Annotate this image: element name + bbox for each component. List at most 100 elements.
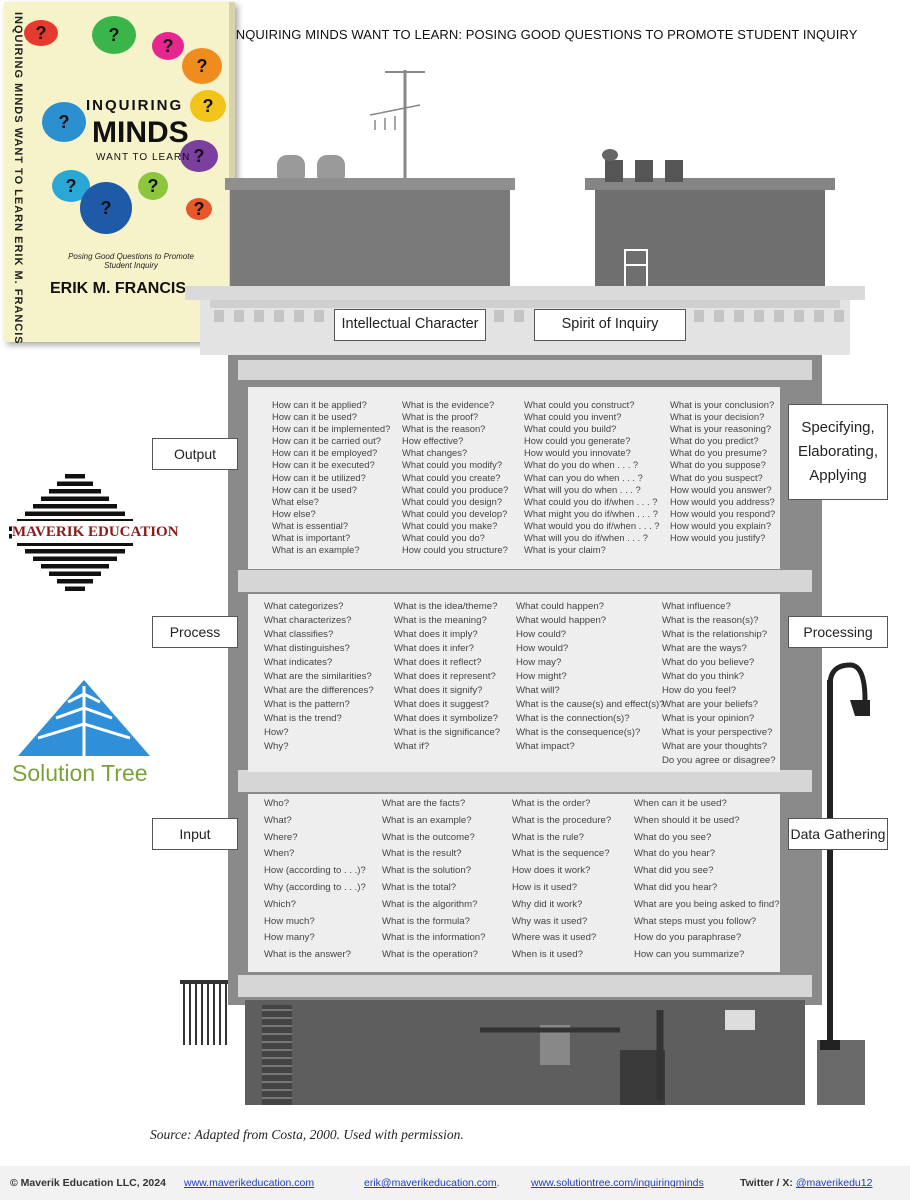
question-item: How? [264, 727, 289, 738]
question-item: What is your perspective? [662, 727, 773, 738]
question-item: How can it be used? [272, 411, 357, 423]
question-item: What is the result? [382, 848, 462, 860]
question-item: What is the solution? [382, 865, 472, 877]
question-item: What is the relationship? [662, 629, 768, 640]
question-item: How may? [516, 657, 562, 668]
question-item: What could you build? [524, 423, 617, 435]
intellectual-character-label: Intellectual Character [334, 309, 486, 341]
output-column-2: What is the evidence?What is the proof? W… [402, 399, 508, 556]
footer-twitter-label: Twitter / X: [740, 1177, 796, 1189]
question-item: What do you think? [662, 671, 745, 682]
question-item: What is your claim? [524, 544, 606, 556]
input-column-3: What is the order? What is the procedure?… [512, 796, 611, 964]
question-item: What indicates? [264, 657, 333, 668]
question-item: How do you feel? [662, 685, 737, 696]
footer-email-link[interactable]: erik@maverikeducation.com [364, 1177, 497, 1189]
process-column-1: What categorizes?What characterizes?What… [264, 600, 374, 754]
question-item: How would you respond? [670, 507, 776, 519]
question-item: How would you explain? [670, 519, 772, 531]
specifying-elaborating-applying-label: Specifying, Elaborating, Applying [788, 404, 888, 500]
question-item: How would you answer? [670, 483, 772, 495]
question-item: What is the order? [512, 798, 591, 809]
footer-email-suffix: . [496, 1177, 500, 1189]
question-item: What do you suspect? [670, 471, 763, 483]
output-column-3: What could you construct?What could you … [524, 399, 660, 556]
question-item: What could you do if/when . . . ? [524, 495, 658, 507]
process-column-3: What could happen? What would happen? How … [516, 600, 665, 754]
question-item: What would happen? [516, 615, 607, 626]
question-item: What could you create? [402, 471, 501, 483]
question-item: How is it used? [512, 881, 578, 893]
question-item: What is the answer? [264, 949, 351, 961]
source-note: Source: Adapted from Costa, 2000. Used w… [150, 1127, 464, 1142]
question-item: How could you generate? [524, 435, 631, 447]
question-item: How do you paraphrase? [634, 932, 742, 944]
question-bubble-icon: ? [186, 198, 212, 220]
question-item: What is the sequence? [512, 848, 610, 860]
question-item: What do you predict? [670, 435, 759, 447]
question-item: How might? [516, 671, 567, 682]
input-column-4: When can it be used?When should it be us… [634, 796, 780, 964]
question-item: How much? [264, 915, 315, 927]
question-item: What are the differences? [264, 685, 374, 696]
question-item: When can it be used? [634, 798, 727, 809]
question-item: How can it be used? [272, 483, 357, 495]
footer-solutiontree-link[interactable]: www.solutiontree.com/inquiringminds [531, 1177, 704, 1189]
footer-twitter-handle[interactable]: @maverikedu12 [795, 1177, 873, 1189]
question-item: What did you see? [634, 865, 714, 877]
question-item: What could you make? [402, 519, 498, 531]
question-item: What will? [516, 685, 560, 696]
question-item: What is the formula? [382, 915, 470, 927]
question-item: What classifies? [264, 629, 334, 640]
question-bubble-icon: ? [24, 20, 58, 46]
question-item: What is the algorithm? [382, 898, 478, 910]
question-item: Where? [264, 831, 298, 843]
footer-twitter: Twitter / X: @maverikedu12 [740, 1177, 872, 1189]
question-bubble-icon: ? [80, 182, 132, 234]
question-item: What is the procedure? [512, 814, 612, 826]
question-item: What are the similarities? [264, 671, 372, 682]
question-item: What is the idea/theme? [394, 601, 498, 612]
footer-bar [0, 1166, 910, 1200]
process-floor-panel: What categorizes?What characterizes?What… [248, 594, 780, 772]
question-item: What is an example? [382, 814, 472, 826]
footer-site-link[interactable]: www.maverikeducation.com [184, 1177, 315, 1189]
question-item: How can it be implemented? [272, 423, 391, 435]
footer-email: erik@maverikeducation.com. [364, 1177, 500, 1189]
question-item: What is essential? [272, 519, 349, 531]
question-item: How many? [264, 932, 315, 944]
question-item: What does it infer? [394, 643, 474, 654]
footer-copyright: © Maverik Education LLC, 2024 [10, 1177, 166, 1189]
question-item: What does it signify? [394, 685, 483, 696]
output-column-1: How can it be applied?How can it be used… [272, 399, 390, 556]
question-item: What does it symbolize? [394, 713, 498, 724]
question-bubble-icon: ? [180, 140, 218, 172]
question-item: What else? [272, 495, 319, 507]
question-item: What are your thoughts? [662, 741, 768, 752]
question-item: How could you structure? [402, 544, 508, 556]
question-bubble-icon: ? [190, 90, 226, 122]
question-item: What are the facts? [382, 798, 466, 809]
question-item: Which? [264, 898, 296, 910]
question-item: What is the evidence? [402, 399, 495, 410]
question-item: What is the proof? [402, 411, 479, 423]
question-item: What will you do if/when . . . ? [524, 532, 649, 544]
solution-tree-logo-text: Solution Tree [12, 760, 148, 786]
question-item: What influence? [662, 601, 731, 612]
question-item: What do you suppose? [670, 459, 766, 471]
question-item: How effective? [402, 435, 464, 447]
data-gathering-label: Data Gathering [788, 818, 888, 850]
question-item: What impact? [516, 741, 575, 752]
question-item: How would you innovate? [524, 447, 631, 459]
question-item: What is the rule? [512, 831, 584, 843]
book-subtitle: Posing Good Questions to Promote Student… [68, 252, 194, 270]
question-item: Why did it work? [512, 898, 583, 910]
question-item: What do you believe? [662, 657, 755, 668]
question-item: What does it represent? [394, 671, 496, 682]
book-cover: INQUIRING MINDS WANT TO LEARN ERIK M. FR… [4, 2, 235, 345]
question-item: What could you design? [402, 495, 503, 507]
solution-tree-logo-icon [18, 680, 150, 756]
question-item: How would? [516, 643, 569, 654]
input-floor-panel: Who?What?Where?When?How (according to . … [248, 794, 780, 972]
question-item: What could happen? [516, 601, 605, 612]
